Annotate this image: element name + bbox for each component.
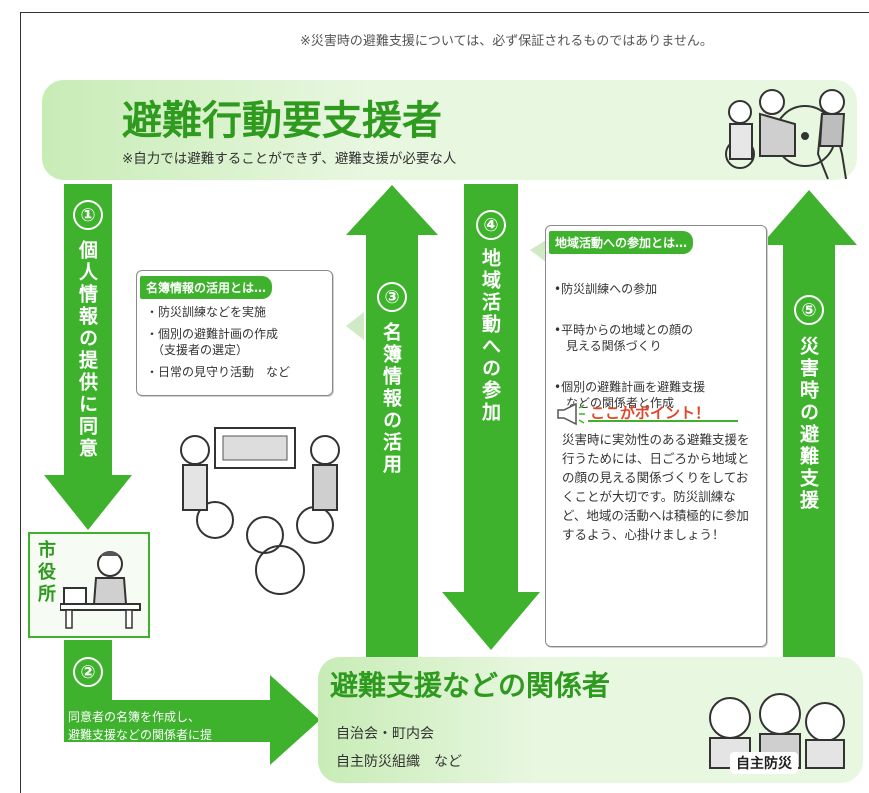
pointer-to-chiiki-box: [530, 240, 546, 262]
city-office-label: 市 役 所: [38, 540, 58, 606]
chiiki-box-list: •防災訓練への参加 •平時からの地域との顔の 見える関係づくり •個別の避難計画…: [554, 262, 760, 436]
meibo-item: （支援者の選定）: [152, 343, 249, 357]
step-3-number: ③: [377, 282, 407, 312]
step-4-label: 地域活動への参加: [479, 248, 501, 424]
chiiki-item: •個別の避難計画を避難支援 などの関係者と作成: [554, 380, 706, 410]
meibo-item: ・防災訓練などを実施: [146, 305, 267, 319]
meibo-item: ・日常の見守り活動 など: [146, 365, 291, 379]
bottom-band-members: 自治会・町内会 自主防災組織 など: [336, 720, 462, 776]
step-5-label: 災害時の避難支援: [797, 336, 819, 512]
meibo-box-heading: 名簿情報の活用とは…: [140, 276, 273, 299]
point-text: 災害時に実効性のある避難支援を行うためには、日ごろから地域との顔の見える関係づく…: [562, 432, 750, 542]
megaphone-icon: [557, 402, 585, 426]
chiiki-item: •防災訓練への参加: [554, 282, 658, 296]
pointer-to-meibo-box: [346, 312, 364, 340]
member-jishubosai: 自主防災組織 など: [336, 754, 462, 770]
chiiki-info-box: [545, 225, 767, 647]
arrow-2-right: [64, 640, 320, 765]
step-3-label: 名簿情報の活用: [380, 322, 402, 476]
member-jichikai: 自治会・町内会: [336, 726, 434, 742]
bottom-band-title: 避難支援などの関係者: [330, 669, 611, 702]
meibo-box-list: ・防災訓練などを実施 ・個別の避難計画の作成 （支援者の選定） ・日常の見守り活…: [146, 304, 331, 386]
wheelchair-people-illustration: [725, 89, 847, 180]
point-title: ここがポイント！: [590, 404, 711, 422]
group-meeting-illustration: [180, 427, 340, 595]
step-2-label-line-1: 同意者の名簿を作成し、: [68, 710, 201, 724]
arrow-1-down: [44, 184, 132, 530]
step-2-number: ②: [73, 657, 103, 687]
top-band-subtitle: ※自力では避難することができず、避難支援が必要な人: [122, 151, 457, 167]
step-2-label: 同意者の名簿を作成し、 避難支援などの関係者に提: [68, 708, 212, 744]
arrow-3-up: [346, 185, 438, 660]
chiiki-item: •平時からの地域との顔の 見える関係づくり: [554, 323, 693, 353]
frame-top-border: [20, 12, 869, 13]
step-5-number: ⑤: [794, 295, 824, 325]
city-office-char-1: 市: [38, 540, 56, 561]
top-band: [42, 80, 857, 180]
step-1-number: ①: [73, 200, 103, 230]
top-band-title: 避難行動要支援者: [122, 98, 442, 144]
step-1-label: 個人情報の提供に同意: [76, 240, 98, 460]
city-office-char-2: 役: [38, 562, 56, 583]
office-worker-illustration: [60, 551, 141, 629]
frame-left-border: [20, 12, 21, 793]
step-4-number: ④: [476, 210, 506, 240]
meibo-item: ・個別の避難計画の作成: [146, 327, 279, 341]
step-2-label-line-2: 避難支援などの関係者に提: [68, 728, 213, 742]
arrow-5-up: [761, 190, 857, 660]
point-underline: [588, 420, 738, 422]
disclaimer-note: ※災害時の避難支援については、必ず保証されるものではありません。: [300, 34, 713, 49]
city-office-char-3: 所: [38, 584, 56, 605]
arrow-4-down: [442, 184, 540, 650]
chiiki-box-heading: 地域活動への参加とは…: [549, 231, 694, 254]
jishubosai-badge: 自主防災: [730, 752, 798, 774]
